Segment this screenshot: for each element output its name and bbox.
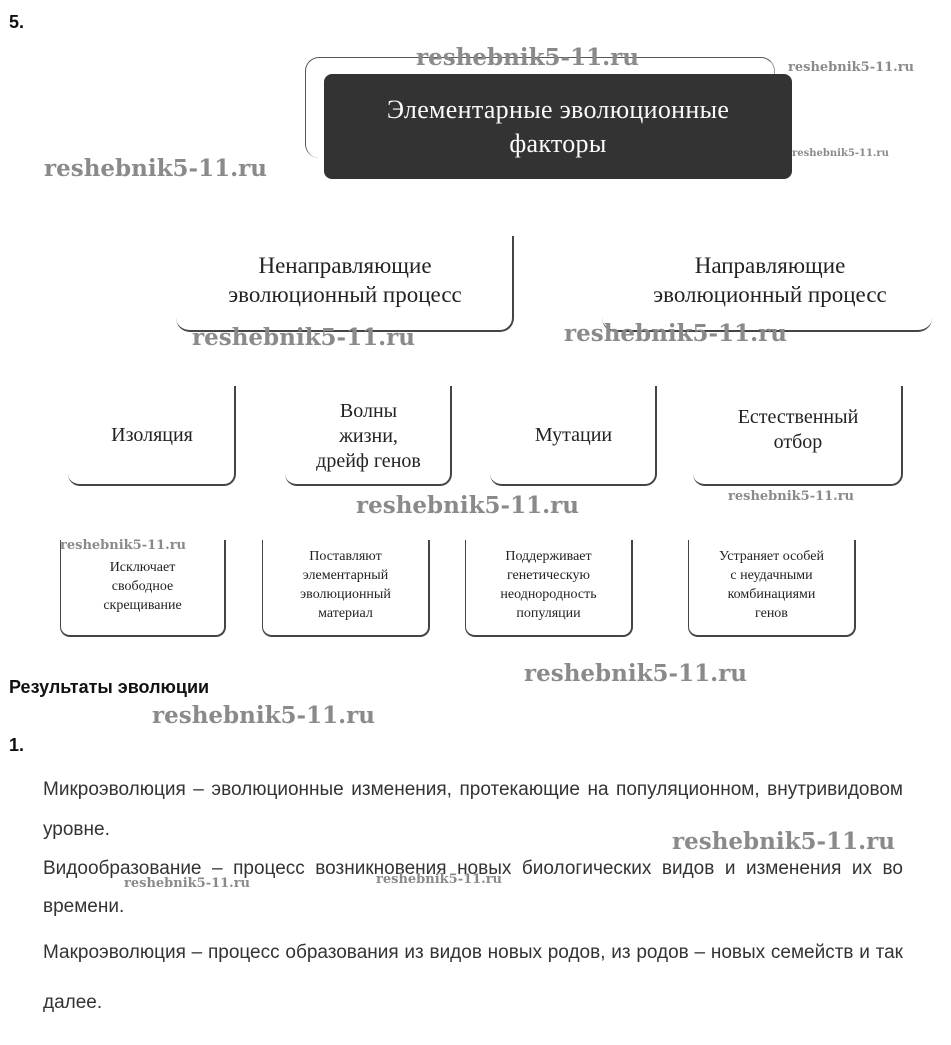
watermark: reshebnik5-11.ru — [564, 320, 787, 347]
task-number: 5. — [9, 12, 25, 32]
level3-selection: Естественный отбор — [737, 406, 859, 453]
watermark: reshebnik5-11.ru — [416, 44, 639, 71]
watermark: reshebnik5-11.ru — [788, 60, 915, 75]
level3-mutations: Мутации — [534, 423, 613, 446]
level3-frame-drift — [285, 386, 452, 486]
root-node: Элементарные эволюционные факторы — [324, 74, 792, 179]
level2-directing: Направляющие эволюционный процесс — [653, 253, 887, 307]
section-title: Результаты эволюции — [9, 677, 210, 697]
watermark: reshebnik5-11.ru — [524, 660, 747, 687]
level2-nondirecting: Ненаправляющие эволюционный процесс — [228, 253, 462, 307]
level2-frame-left — [176, 236, 514, 332]
paragraph-macroevolution: Макроэволюция – процесс образования из в… — [43, 942, 903, 1013]
watermark: reshebnik5-11.ru — [792, 148, 889, 159]
watermark: reshebnik5-11.ru — [728, 489, 855, 504]
watermark: reshebnik5-11.ru — [356, 492, 579, 519]
watermark: reshebnik5-11.ru — [44, 155, 267, 182]
watermark: reshebnik5-11.ru — [376, 872, 503, 887]
watermark: reshebnik5-11.ru — [60, 538, 187, 553]
paragraph-speciation: Видообразование – процесс возникновения … — [43, 858, 903, 917]
level4-frame-2 — [262, 540, 430, 637]
level3-isolation: Изоляция — [111, 423, 193, 446]
level4-frame-4 — [688, 540, 856, 637]
watermark: reshebnik5-11.ru — [152, 702, 375, 729]
level4-selection-desc: Устраняет особей с неудачными комбинация… — [719, 549, 824, 621]
watermark: reshebnik5-11.ru — [124, 876, 251, 891]
level4-frame-1 — [60, 540, 226, 637]
level4-drift-desc: Поставляют элементарный эволюционный мат… — [300, 549, 391, 621]
level3-drift: Волны жизни, дрейф генов — [316, 399, 421, 472]
paragraph-microevolution: Микроэволюция – эволюционные изменения, … — [43, 779, 903, 840]
level4-isolation-desc: Исключает свободное скрещивание — [103, 559, 182, 613]
level4-mutations-desc: Поддерживает генетическую неоднородность… — [500, 549, 597, 621]
watermark: reshebnik5-11.ru — [672, 828, 895, 855]
level4-frame-3 — [465, 540, 633, 637]
level3-frame-mutations — [490, 386, 657, 486]
level2-frame-right — [602, 240, 932, 332]
level3-frame-isolation — [68, 386, 236, 486]
item-number: 1. — [9, 735, 25, 755]
watermark: reshebnik5-11.ru — [192, 324, 415, 351]
level3-frame-selection — [693, 386, 903, 486]
